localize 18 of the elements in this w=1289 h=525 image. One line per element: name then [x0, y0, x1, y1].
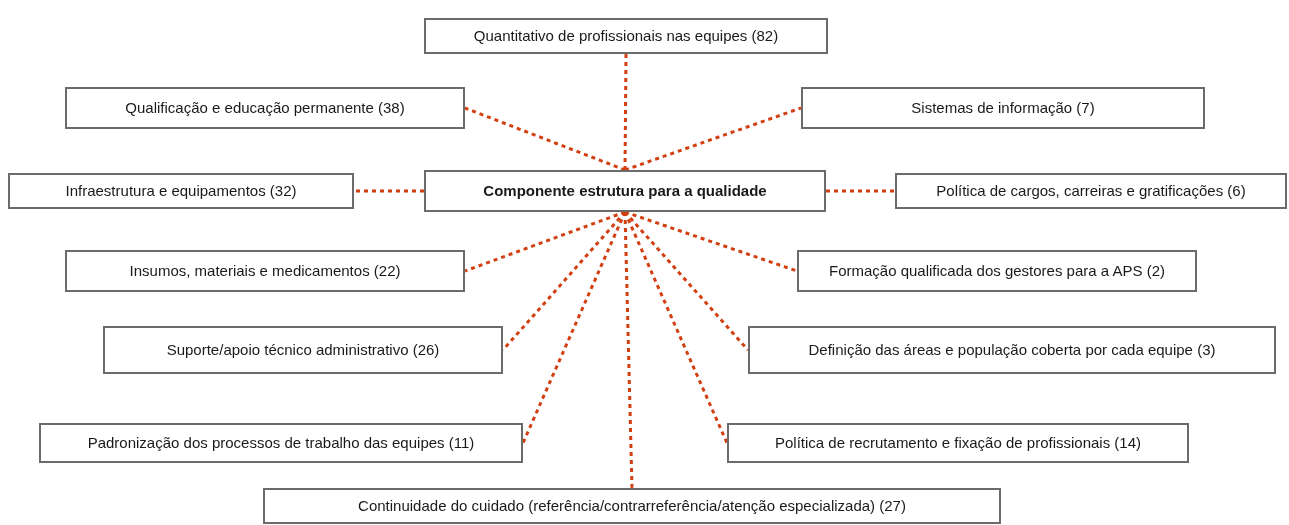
dotted-connector: [623, 54, 628, 170]
dotted-connector: [354, 189, 424, 193]
topic-box: Infraestrutura e equipamentos (32): [8, 173, 354, 209]
topic-box: Política de recrutamento e fixação de profissionais (14): [727, 423, 1189, 463]
topic-box: Insumos, materiais e medicamentos (22): [65, 250, 465, 292]
topic-box: Qualificação e educação permanente (38): [65, 87, 465, 129]
dotted-connector: [826, 189, 895, 193]
dotted-connector: [624, 106, 802, 172]
dotted-connector: [464, 106, 626, 172]
topic-box: Suporte/apoio técnico administrativo (26): [103, 326, 503, 374]
topic-box: Definição das áreas e população coberta por cada equipe (3): [748, 326, 1276, 374]
topic-box: Continuidade do cuidado (referência/contrarreferência/atenção especializada) (27): [263, 488, 1001, 524]
topic-box: Formação qualificada dos gestores para a APS (2): [797, 250, 1197, 292]
topic-box: Sistemas de informação (7): [801, 87, 1205, 129]
central-box: Componente estrutura para a qualidade: [424, 170, 826, 212]
topic-box: Padronização dos processos de trabalho das equipes (11): [39, 423, 523, 463]
topic-box: Quantitativo de profissionais nas equipes (82): [424, 18, 828, 54]
topic-box: Política de cargos, carreiras e gratificações (6): [895, 173, 1287, 209]
